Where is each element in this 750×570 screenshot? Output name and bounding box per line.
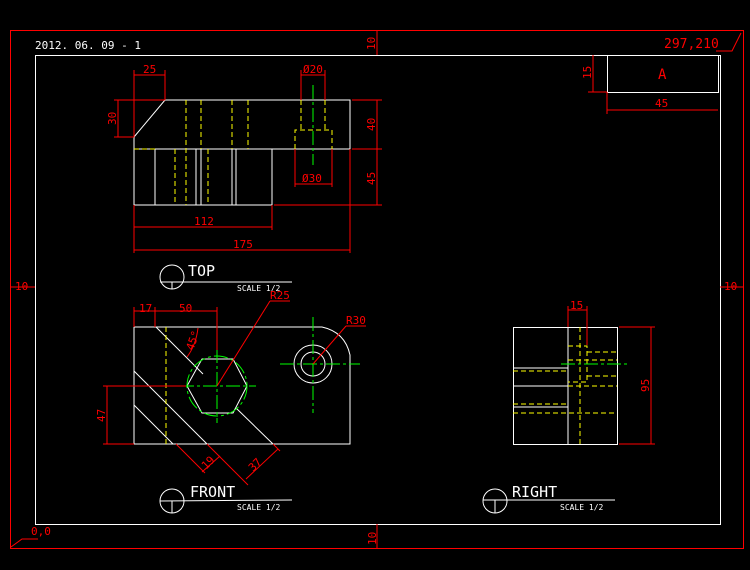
dim-47-label: 47 bbox=[95, 409, 108, 422]
dim-17-label: 17 bbox=[139, 302, 152, 315]
dim-37-label: 37 bbox=[246, 456, 265, 475]
ext-line bbox=[175, 443, 206, 474]
dim-15-label: 15 bbox=[581, 66, 594, 79]
diagonal-edge bbox=[133, 370, 208, 445]
dim-angle-label: 45° bbox=[184, 329, 203, 352]
view-label-right: RIGHT bbox=[512, 483, 557, 501]
ext-line bbox=[206, 443, 249, 486]
dim-50-label: 50 bbox=[179, 302, 192, 315]
margin-top-label: 10 bbox=[365, 37, 378, 50]
diagonal-edge bbox=[133, 404, 174, 445]
dim-dia30-label: Ø30 bbox=[302, 172, 322, 185]
dim-r30-label: R30 bbox=[346, 314, 366, 327]
drawing-frame bbox=[35, 55, 721, 525]
dim-line-37 bbox=[245, 448, 279, 480]
front-view: 17 50 R25 R30 45° 47 19 37 bbox=[95, 289, 366, 486]
front-view-title: FRONT SCALE 1/2 bbox=[159, 483, 293, 514]
dim-dia20-label: Ø20 bbox=[303, 63, 323, 76]
dim-112-label: 112 bbox=[194, 215, 214, 228]
angle-arc bbox=[186, 327, 199, 358]
dim-45-label: 45 bbox=[655, 97, 668, 110]
top-view: 25 30 Ø20 Ø30 40 45 112 175 bbox=[106, 63, 382, 253]
corner-leader-bottom-left bbox=[10, 538, 38, 548]
dim-line-19 bbox=[201, 455, 221, 473]
dim-175-label: 175 bbox=[233, 238, 253, 251]
dim-25-label: 25 bbox=[143, 63, 156, 76]
corner-leader-top-right bbox=[716, 32, 742, 52]
title-block-letter: A bbox=[658, 67, 667, 83]
margin-right-label: 10 bbox=[724, 280, 737, 293]
dim-15-label: 15 bbox=[570, 299, 583, 312]
top-view-title: TOP SCALE 1/2 bbox=[159, 262, 292, 293]
underline bbox=[159, 499, 293, 502]
scale-label: SCALE 1/2 bbox=[237, 503, 281, 512]
scale-label: SCALE 1/2 bbox=[237, 284, 281, 293]
dim-40-label: 40 bbox=[365, 118, 378, 131]
diagonal-edge bbox=[235, 407, 274, 445]
ext-line bbox=[272, 443, 281, 452]
leader-r25 bbox=[216, 300, 271, 387]
dim-30-label: 30 bbox=[106, 112, 119, 125]
dim-r25-label: R25 bbox=[270, 289, 290, 302]
dim-45-label: 45 bbox=[365, 172, 378, 185]
outline bbox=[133, 326, 351, 445]
view-label-front: FRONT bbox=[190, 483, 235, 501]
outline bbox=[133, 99, 351, 149]
diagonal-edge bbox=[155, 326, 204, 375]
right-view-title: RIGHT SCALE 1/2 bbox=[482, 483, 615, 514]
date-code: 2012. 06. 09 - 1 bbox=[35, 39, 141, 52]
corner-coord-bottom-left: 0,0 bbox=[31, 525, 51, 538]
dim-95-label: 95 bbox=[639, 379, 652, 392]
corner-coord-top-right: 297,210 bbox=[664, 37, 719, 52]
margin-left-label: 10 bbox=[15, 280, 28, 293]
scale-label: SCALE 1/2 bbox=[560, 503, 604, 512]
leader-r30 bbox=[312, 325, 347, 365]
right-view: 15 95 bbox=[513, 299, 655, 445]
title-block bbox=[607, 55, 719, 93]
margin-bottom-label: 10 bbox=[366, 532, 379, 545]
hidden-counterbore bbox=[294, 129, 333, 149]
view-label-top: TOP bbox=[188, 262, 215, 280]
